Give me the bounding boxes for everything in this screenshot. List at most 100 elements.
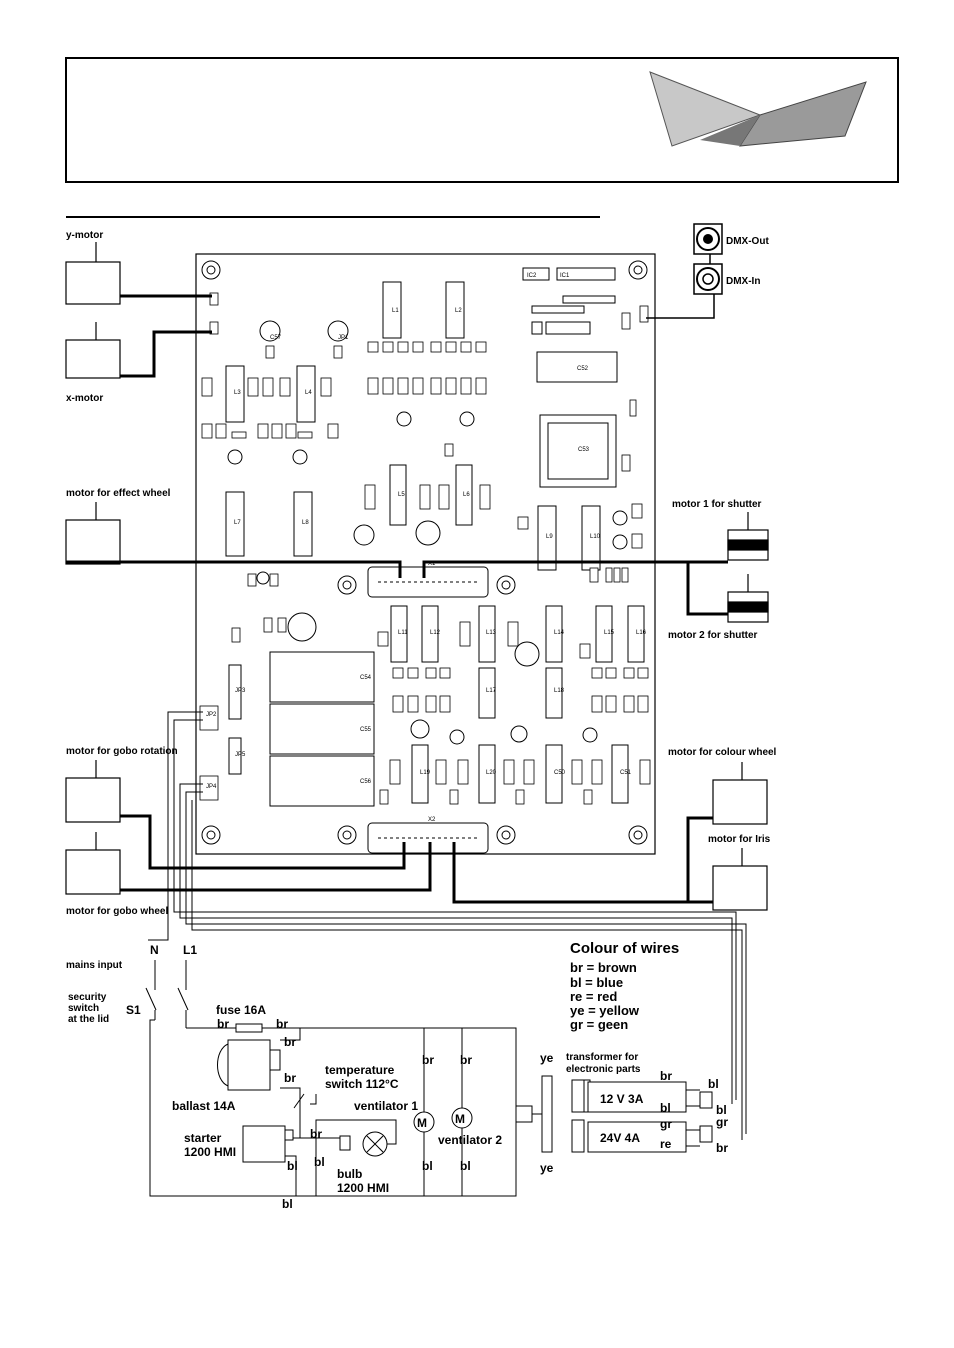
pcb-designator: L16: [636, 630, 647, 636]
wire-bl-8: bl: [716, 1103, 727, 1117]
wire-br-8: br: [660, 1069, 672, 1083]
wire-br-1: br: [217, 1017, 229, 1031]
wire-bl-3: bl: [287, 1159, 298, 1173]
pcb-designator: L9: [546, 534, 553, 540]
wire-br-5: br: [422, 1053, 434, 1067]
pcb-designator: L6: [463, 492, 470, 498]
pcb-designator: L7: [234, 520, 241, 526]
x-motor-label: x-motor: [66, 393, 103, 404]
wire-br-6: br: [460, 1053, 472, 1067]
dmx-in-connector: [693, 263, 723, 295]
colour-wheel-label: motor for colour wheel: [668, 747, 777, 758]
temperature-switch-1: temperature: [325, 1063, 395, 1077]
security-switch-1: security: [68, 992, 107, 1003]
wire-br-9: br: [716, 1141, 728, 1155]
pcb-designator: JP1: [338, 335, 349, 341]
pcb-designator: L12: [430, 630, 441, 636]
wire-colour-legend: Colour of wires br = brown bl = blue re …: [570, 940, 679, 1032]
pcb-designator: L14: [554, 630, 565, 636]
pcb-designator: JP4: [206, 784, 217, 790]
pcb-designator: X2: [428, 817, 436, 823]
fuse-label: fuse 16A: [216, 1003, 266, 1017]
pcb-designator: L13: [486, 630, 497, 636]
pcb-designator: L19: [420, 770, 431, 776]
transformer-label-2: electronic parts: [566, 1064, 641, 1075]
dmx-out-connector: [693, 223, 723, 255]
bulb-label-1: bulb: [337, 1167, 362, 1181]
wire-gr-2: gr: [716, 1115, 728, 1129]
wire-br-7: br: [310, 1127, 322, 1141]
pcb-designator: X1: [428, 561, 436, 567]
logo-icon: [649, 71, 867, 147]
connector-x2: [367, 822, 489, 854]
pcb-designator: L17: [486, 688, 497, 694]
dmx-out-label: DMX-Out: [726, 236, 769, 247]
power-circuit: [145, 960, 713, 1197]
s1-label: S1: [126, 1003, 141, 1017]
ballast-label: ballast 14A: [172, 1099, 236, 1113]
mains-input-label: mains input: [66, 960, 123, 971]
shutter-2-label: motor 2 for shutter: [668, 630, 758, 641]
pcb-designator: JP2: [206, 712, 217, 718]
pcb-designator: L18: [554, 688, 565, 694]
pcb-designator: L5: [398, 492, 405, 498]
pcb-designator: L10: [590, 534, 601, 540]
wire-bl-4: bl: [314, 1155, 325, 1169]
effect-wheel-motor-shape: [65, 502, 121, 565]
pcb-board: [195, 253, 656, 855]
temperature-switch-2: switch 112°C: [325, 1077, 399, 1091]
pcb-designator: L1: [392, 308, 399, 314]
pcb-designator: L11: [398, 630, 408, 636]
x-motor-shape: [65, 322, 121, 379]
legend-title: Colour of wires: [570, 940, 679, 957]
connector-x1: [367, 566, 489, 598]
pcb-designator: L2: [455, 308, 462, 314]
wire-bl-2: bl: [460, 1159, 471, 1173]
pcb-designator: C50: [554, 770, 566, 776]
pcb-designator: C52: [577, 366, 589, 372]
wire-bl-6: bl: [660, 1101, 671, 1115]
wire-re-1: re: [660, 1137, 672, 1151]
header-box: [65, 57, 899, 183]
wire-bl-5: bl: [282, 1197, 293, 1211]
wire-br-4: br: [284, 1071, 296, 1085]
pcb-designator: C55: [360, 727, 372, 733]
pcb-designator: C54: [360, 675, 372, 681]
gobo-rotation-motor-shape: [65, 760, 121, 823]
pcb-designator: L15: [604, 630, 615, 636]
wire-bl-7: bl: [708, 1077, 719, 1091]
legend-entry-4: ye = yellow: [570, 1003, 640, 1018]
legend-entry-1: br = brown: [570, 960, 637, 975]
pcb-designator: IC1: [560, 273, 570, 279]
gobo-wheel-motor-shape: [65, 832, 121, 895]
n-label: N: [150, 943, 159, 957]
starter-label-2: 1200 HMI: [184, 1145, 236, 1159]
transformer-label-1: transformer for: [566, 1052, 638, 1063]
iris-label: motor for Iris: [708, 834, 771, 845]
wire-bl-1: bl: [422, 1159, 433, 1173]
legend-entry-5: gr = geen: [570, 1017, 628, 1032]
iris-motor-shape: [712, 848, 768, 911]
gobo-wheel-label: motor for gobo wheel: [66, 906, 168, 917]
legend-entry-3: re = red: [570, 989, 617, 1004]
bulb-label-2: 1200 HMI: [337, 1181, 389, 1195]
legend-entry-2: bl = blue: [570, 975, 623, 990]
dmx-in-label: DMX-In: [726, 276, 760, 287]
pcb-designator: C56: [360, 779, 372, 785]
l1-label: L1: [183, 943, 197, 957]
wire-ye-2: ye: [540, 1161, 554, 1175]
pcb-designator: JP5: [235, 752, 246, 758]
starter-label-1: starter: [184, 1131, 222, 1145]
ventilator-1-symbol: M: [417, 1116, 427, 1130]
pcb-designator: L8: [302, 520, 309, 526]
pcb-designator: L20: [486, 770, 497, 776]
shutter-1-motor-shape: [727, 512, 769, 561]
pcb-designator: L4: [305, 390, 312, 396]
pcb-designator: IC2: [527, 273, 537, 279]
ventilator-2-symbol: M: [455, 1112, 465, 1126]
wire-ye-1: ye: [540, 1051, 554, 1065]
wire-br-2: br: [276, 1017, 288, 1031]
pcb-designator: C57: [270, 335, 282, 341]
